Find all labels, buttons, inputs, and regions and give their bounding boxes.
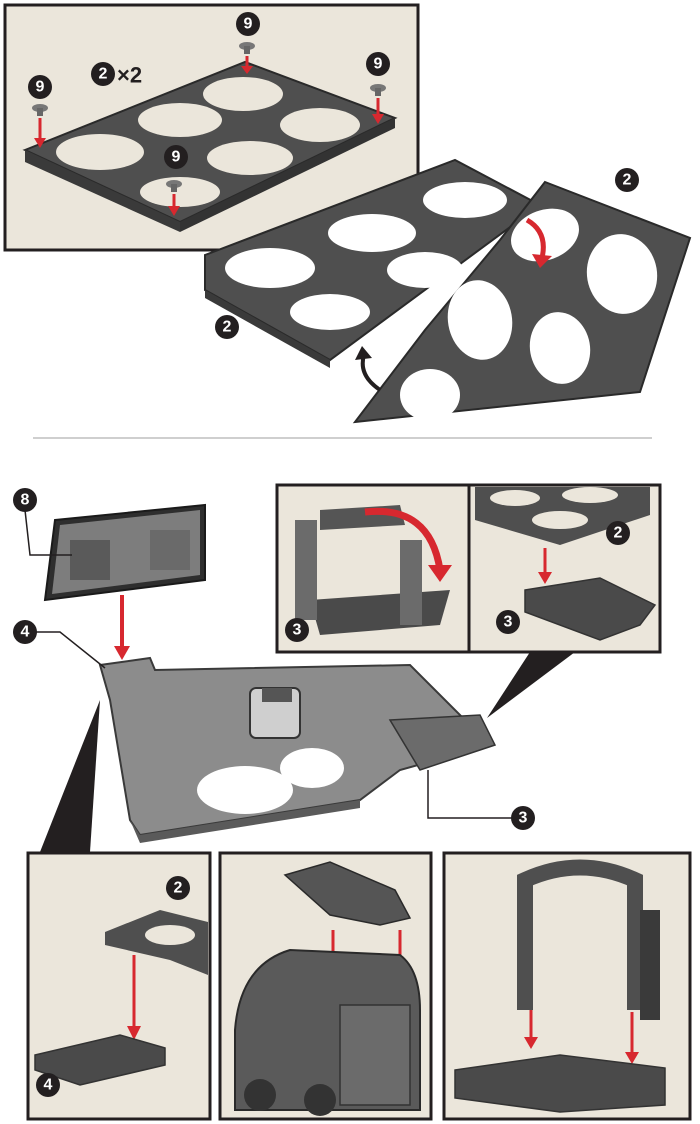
svg-text:9: 9 [244, 16, 253, 33]
svg-text:2: 2 [223, 319, 232, 336]
inset-screw-panel: 9 9 9 9 2 ×2 [3, 3, 420, 252]
inset-gate-panel: 3 [275, 483, 471, 654]
screw-right [370, 84, 386, 124]
screw-top [239, 42, 255, 74]
screw-badge-right: 9 [366, 52, 390, 76]
svg-text:9: 9 [374, 56, 383, 73]
svg-text:4: 4 [21, 624, 30, 641]
svg-text:8: 8 [21, 492, 30, 509]
inset-arch-panel [442, 851, 692, 1121]
inset-frame-panel: 2 3 [467, 483, 662, 654]
svg-text:9: 9 [172, 149, 181, 166]
svg-text:2: 2 [174, 880, 183, 897]
screw-badge-left: 9 [28, 75, 52, 99]
photo-card-illustration: 8 [13, 488, 206, 660]
frame-badge-right: 2 [615, 168, 639, 192]
svg-text:4: 4 [44, 1077, 53, 1094]
svg-text:2: 2 [614, 525, 623, 542]
screw-bottom [166, 180, 182, 216]
screw-badge-bottom: 9 [164, 145, 188, 169]
svg-text:3: 3 [293, 622, 302, 639]
svg-text:2: 2 [623, 172, 632, 189]
screw-badge-top: 9 [236, 12, 260, 36]
svg-text:3: 3 [519, 810, 528, 827]
base-board-illustration: 4 3 [13, 620, 535, 843]
step-1: 9 9 9 9 2 ×2 [3, 3, 692, 424]
screw-left [32, 104, 48, 148]
svg-text:×2: ×2 [117, 63, 142, 88]
frames-joining-illustration: 2 2 [204, 158, 692, 424]
callout-pointer-left [40, 700, 100, 852]
inset-base-panel: 2 4 [26, 851, 212, 1121]
svg-text:3: 3 [504, 614, 513, 631]
inset-van-panel [218, 851, 433, 1121]
frame-badge-left: 2 [215, 315, 239, 339]
svg-text:2: 2 [99, 66, 108, 83]
multiplier-label: 2 ×2 [91, 62, 142, 88]
callout-pointer-right [487, 652, 575, 718]
svg-text:9: 9 [36, 79, 45, 96]
step-2: 8 4 3 [13, 483, 692, 1121]
frame-piece-illustration [22, 60, 398, 232]
